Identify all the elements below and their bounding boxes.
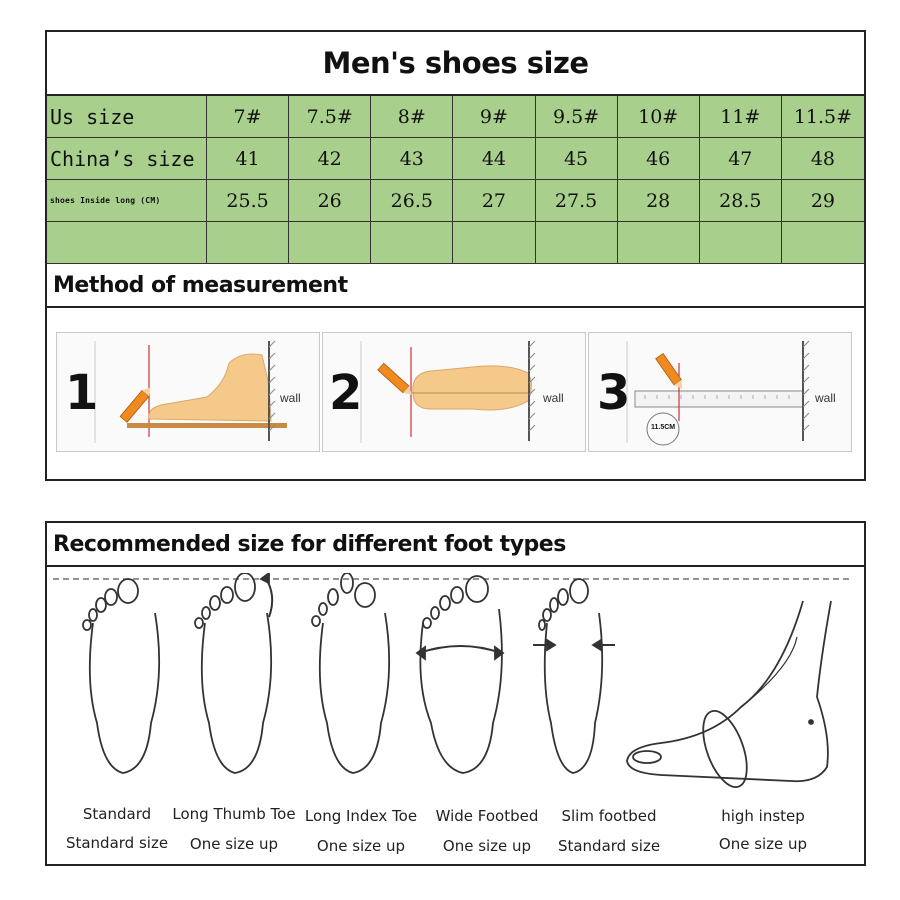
empty-cell xyxy=(47,222,207,264)
empty-cell xyxy=(207,222,290,264)
us-size-cell: 9.5# xyxy=(535,96,618,138)
wall-label: wall xyxy=(815,391,836,405)
method-step-3-panel: 3 wall 11.5CM xyxy=(588,332,852,452)
us-size-cell: 11.5# xyxy=(781,96,864,138)
method-illustrations: 1 wall 2 xyxy=(47,308,864,478)
foot-advice-label: Standard size xyxy=(65,834,169,852)
method-step-2-panel: 2 wall xyxy=(322,332,586,452)
foot-type-label: Wide Footbed xyxy=(435,807,539,825)
china-size-cell: 43 xyxy=(371,138,454,180)
us-size-cell: 9# xyxy=(453,96,536,138)
foot-types-illustrations: Standard Standard size Long Thumb Toe On… xyxy=(47,567,864,866)
size-grid: Us size 7# 7.5# 8# 9# 9.5# 10# 11# 11.5#… xyxy=(47,96,864,264)
china-size-cell: 48 xyxy=(781,138,864,180)
method-heading: Method of measurement xyxy=(47,264,864,308)
china-size-cell: 47 xyxy=(699,138,782,180)
inside-length-cell: 26.5 xyxy=(371,180,454,222)
foot-advice-label: Standard size xyxy=(557,837,661,855)
high-instep-foot-icon xyxy=(626,600,832,788)
measurement-label: 11.5CM xyxy=(651,424,676,431)
inside-length-cell: 29 xyxy=(781,180,864,222)
foot-side-illustration xyxy=(94,340,287,443)
row-header-china-size: China’s size xyxy=(47,138,207,180)
method-step-1-panel: 1 wall xyxy=(56,332,320,452)
pencil-icon xyxy=(377,362,412,395)
foot-advice-label: One size up xyxy=(316,837,406,855)
pencil-icon xyxy=(655,353,683,389)
empty-cell xyxy=(699,222,782,264)
foot-type-label: Long Thumb Toe xyxy=(172,805,296,823)
china-size-cell: 41 xyxy=(207,138,290,180)
empty-cell xyxy=(371,222,454,264)
toe-guide-line xyxy=(53,578,853,580)
step-number: 1 xyxy=(65,365,99,421)
empty-cell xyxy=(453,222,536,264)
empty-cell xyxy=(289,222,372,264)
standard-foot-icon xyxy=(82,578,161,774)
row-header-inside-length: shoes Inside long (CM) xyxy=(47,180,207,222)
page-title: Men's shoes size xyxy=(322,46,589,80)
pencil-icon xyxy=(119,387,151,423)
us-size-cell: 11# xyxy=(699,96,782,138)
foot-advice-label: One size up xyxy=(189,835,279,853)
long-index-toe-foot-icon xyxy=(311,573,391,774)
foot-advice-label: One size up xyxy=(442,837,532,855)
wall-label: wall xyxy=(280,391,301,405)
foot-advice-label: One size up xyxy=(718,835,808,853)
wall-label: wall xyxy=(543,391,564,405)
foot-types-section: Recommended size for different foot type… xyxy=(45,521,866,866)
inside-length-cell: 25.5 xyxy=(207,180,290,222)
long-thumb-toe-foot-icon xyxy=(194,573,274,774)
inside-length-cell: 27.5 xyxy=(535,180,618,222)
wide-footbed-foot-icon xyxy=(415,575,505,774)
row-header-us-size: Us size xyxy=(47,96,207,138)
foot-type-label: Long Index Toe xyxy=(304,807,418,825)
china-size-cell: 44 xyxy=(453,138,536,180)
inside-length-cell: 27 xyxy=(453,180,536,222)
inside-length-cell: 28.5 xyxy=(699,180,782,222)
us-size-cell: 8# xyxy=(371,96,454,138)
ruler-illustration xyxy=(626,340,810,446)
foot-type-label: high instep xyxy=(721,807,805,825)
empty-cell xyxy=(617,222,700,264)
step-number: 2 xyxy=(329,365,363,421)
step-number: 3 xyxy=(597,365,631,421)
china-size-cell: 46 xyxy=(617,138,700,180)
china-size-cell: 42 xyxy=(289,138,372,180)
empty-cell xyxy=(535,222,618,264)
title-bar: Men's shoes size xyxy=(47,32,864,96)
foot-top-illustration xyxy=(360,340,536,443)
us-size-cell: 7# xyxy=(207,96,290,138)
foot-type-label: Slim footbed xyxy=(561,807,657,825)
china-size-cell: 45 xyxy=(535,138,618,180)
empty-cell xyxy=(781,222,864,264)
foot-type-label: Standard xyxy=(82,805,152,823)
inside-length-cell: 26 xyxy=(289,180,372,222)
slim-footbed-foot-icon xyxy=(533,578,615,774)
us-size-cell: 10# xyxy=(617,96,700,138)
size-chart: Men's shoes size Us size 7# 7.5# 8# 9# 9… xyxy=(45,30,866,481)
inside-length-cell: 28 xyxy=(617,180,700,222)
us-size-cell: 7.5# xyxy=(289,96,372,138)
foot-types-heading: Recommended size for different foot type… xyxy=(47,523,864,567)
